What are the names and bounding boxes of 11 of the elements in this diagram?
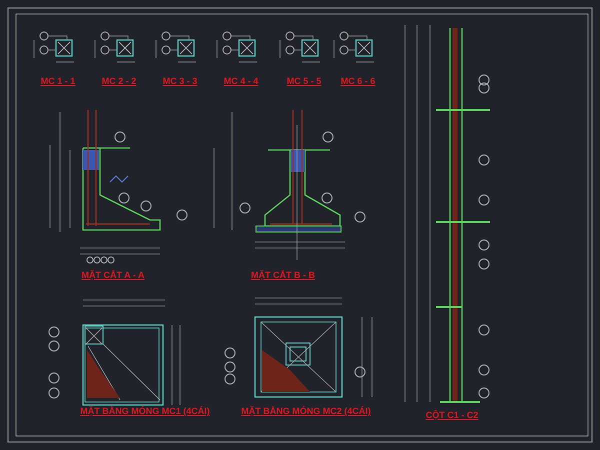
- section-title: MC 2 - 2: [102, 76, 136, 86]
- section-title: MC 1 - 1: [40, 76, 76, 86]
- section-title: MC 5 - 5: [286, 76, 322, 86]
- section-title: MẶT BẰNG MÓNG MC2 (4CÁI): [241, 406, 371, 416]
- section-title: MẶT CẮT A - A: [82, 270, 144, 280]
- section-title: MC 3 - 3: [162, 76, 198, 86]
- section-title: MC 4 - 4: [224, 76, 258, 86]
- section-title: MẶT CẮT B - B: [251, 270, 315, 280]
- section-title: MẶT BẰNG MÓNG MC1 (4CÁI): [80, 406, 210, 416]
- section-title: MC 6 - 6: [340, 76, 376, 86]
- section-title: CỘT C1 - C2: [426, 410, 478, 420]
